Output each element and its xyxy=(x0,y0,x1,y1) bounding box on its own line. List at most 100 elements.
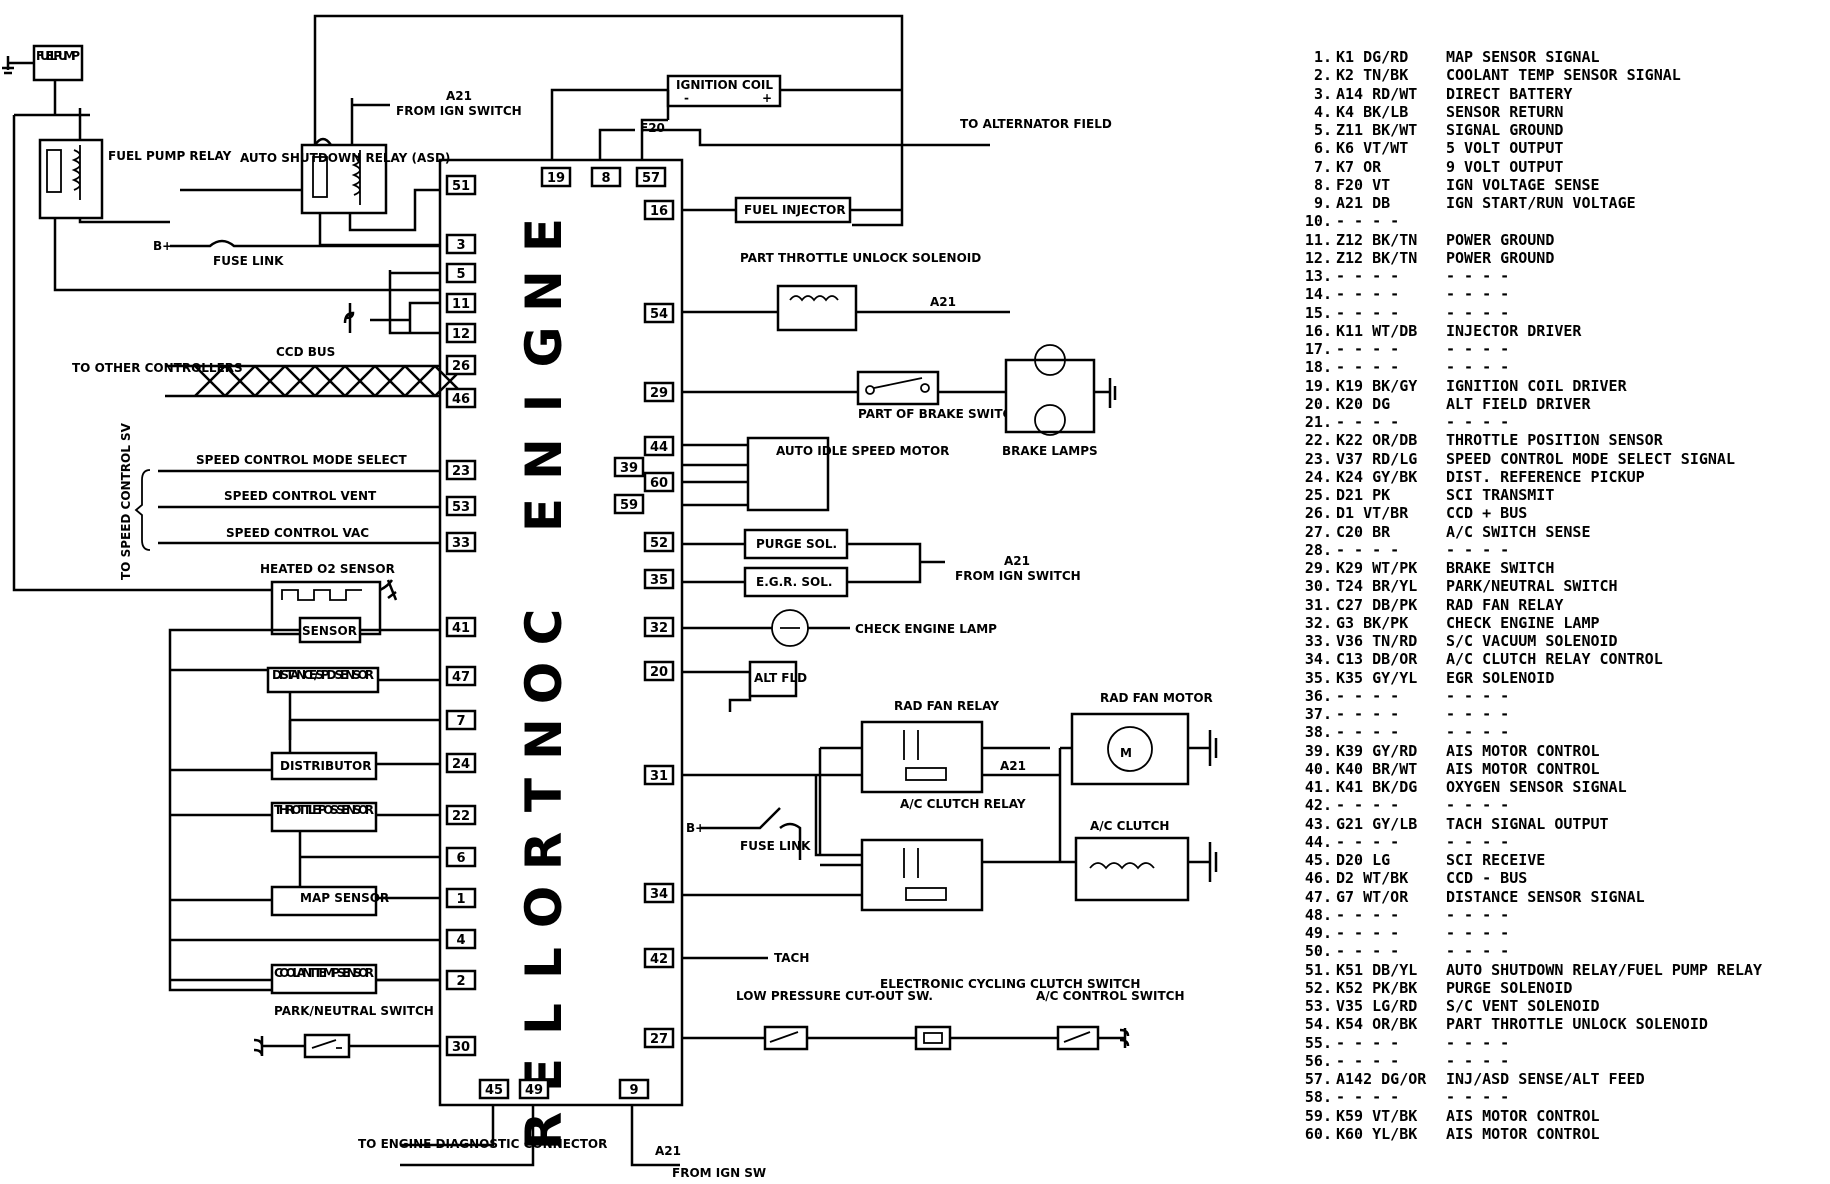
legend-number: 30. xyxy=(1304,577,1332,596)
legend-number: 25. xyxy=(1304,486,1332,504)
purge-egr-section: PURGE SOL. E.G.R. SOL. A21 FROM IGN SWIT… xyxy=(682,528,1081,598)
svg-text:PURGE SOL.: PURGE SOL. xyxy=(756,537,837,551)
legend-row: 56.- - - -- - - - xyxy=(1300,1052,1828,1070)
svg-text:TACH: TACH xyxy=(774,951,809,965)
legend-number: 54. xyxy=(1304,1015,1332,1034)
legend-wire: K51 DB/YL xyxy=(1336,960,1418,979)
pin-60: 60 xyxy=(643,471,675,493)
legend-wire: K52 PK/BK xyxy=(1336,978,1418,997)
legend-number: 51. xyxy=(1304,960,1332,979)
controller-title-letter: L xyxy=(515,947,573,979)
legend-description: INJECTOR DRIVER xyxy=(1446,321,1582,340)
svg-text:7: 7 xyxy=(456,714,465,729)
legend-number: 13. xyxy=(1304,267,1332,285)
controller-title-letter: O xyxy=(515,662,573,705)
legend-wire: K40 BR/WT xyxy=(1336,759,1418,778)
svg-text:35: 35 xyxy=(650,573,668,588)
svg-text:54: 54 xyxy=(650,307,668,322)
legend-row: 49.- - - -- - - - xyxy=(1300,924,1828,942)
legend-row: 10.- - - - xyxy=(1300,212,1828,230)
legend-row: 21.- - - -- - - - xyxy=(1300,413,1828,431)
svg-text:SENSOR: SENSOR xyxy=(302,624,357,638)
legend-description: AIS MOTOR CONTROL xyxy=(1446,1106,1600,1125)
legend-row: 50.- - - -- - - - xyxy=(1300,942,1828,960)
legend-row: 14.- - - -- - - - xyxy=(1300,285,1828,303)
legend-wire: V36 TN/RD xyxy=(1336,632,1418,650)
legend-wire: K59 VT/BK xyxy=(1336,1106,1418,1125)
legend-wire: - - - - xyxy=(1336,924,1400,942)
ac-clutch-section: B+ FUSE LINK A/C CLUTCH RELAY A/C CLUTCH xyxy=(682,797,1218,912)
svg-text:3: 3 xyxy=(456,238,465,253)
legend-number: 60. xyxy=(1304,1124,1332,1143)
svg-text:60: 60 xyxy=(650,476,668,491)
legend-number: 11. xyxy=(1304,230,1332,249)
svg-text:51: 51 xyxy=(452,179,470,194)
controller-title-letter: E xyxy=(515,218,573,252)
pin-49: 49 xyxy=(518,1078,550,1100)
svg-text:AUTO IDLE SPEED MOTOR: AUTO IDLE SPEED MOTOR xyxy=(776,444,949,458)
legend-wire: - - - - xyxy=(1336,267,1400,285)
legend-wire: C20 BR xyxy=(1336,522,1391,541)
legend-row: 48.- - - -- - - - xyxy=(1300,906,1828,924)
legend-number: 20. xyxy=(1304,394,1332,413)
svg-text:IGNITION COIL: IGNITION COIL xyxy=(676,78,773,92)
svg-text:A21: A21 xyxy=(1000,759,1026,773)
legend-wire: K54 OR/BK xyxy=(1336,1015,1418,1034)
legend-description xyxy=(1446,212,1828,230)
bottom-connections: TO ENGINE DIAGNOSTIC CONNECTOR A21 FROM … xyxy=(358,1105,766,1180)
legend-number: 43. xyxy=(1304,814,1332,833)
svg-text:B+: B+ xyxy=(686,821,705,835)
legend-description: OXYGEN SENSOR SIGNAL xyxy=(1446,778,1627,796)
pin-4: 4 xyxy=(445,928,477,950)
svg-text:46: 46 xyxy=(452,392,470,407)
svg-text:29: 29 xyxy=(650,386,668,401)
legend-wire: K29 WT/PK xyxy=(1336,559,1418,577)
pin-1: 1 xyxy=(445,887,477,909)
legend-wire: - - - - xyxy=(1336,1088,1400,1107)
svg-text:THROTTLE POS SENSOR: THROTTLE POS SENSOR xyxy=(274,803,374,817)
legend-description: RAD FAN RELAY xyxy=(1446,595,1564,614)
svg-text:22: 22 xyxy=(452,809,470,824)
pin-8: 8 xyxy=(590,166,622,188)
ignition-coil-section: IGNITION COIL - + F20 TO ALTERNATOR FIEL… xyxy=(550,74,1112,224)
svg-text:A21: A21 xyxy=(930,295,956,309)
legend-number: 19. xyxy=(1304,376,1332,395)
fuel-pump-label: FUEL PUMP xyxy=(36,49,80,63)
pin-30: 30 xyxy=(445,1035,477,1057)
pin-59: 59 xyxy=(613,493,645,515)
legend-wire: - - - - xyxy=(1336,942,1400,961)
legend-description: ALT FIELD DRIVER xyxy=(1446,394,1591,413)
svg-text:+: + xyxy=(762,91,772,105)
fuse-link-top-label: FUSE LINK xyxy=(213,254,284,268)
legend-row: 13.- - - -- - - - xyxy=(1300,267,1828,285)
svg-text:1: 1 xyxy=(456,892,465,907)
alt-field-section: ALT FLD xyxy=(682,660,807,712)
svg-text:RAD FAN RELAY: RAD FAN RELAY xyxy=(894,699,999,713)
legend-number: 9. xyxy=(1313,194,1332,212)
pin-26: 26 xyxy=(445,354,477,376)
tach-section: TACH xyxy=(682,951,809,965)
controller-title-letter: N xyxy=(515,438,573,480)
legend-row: 42.- - - -- - - - xyxy=(1300,796,1828,814)
legend-number: 42. xyxy=(1304,796,1332,815)
legend-wire: Z12 BK/TN xyxy=(1336,230,1418,249)
legend-number: 47. xyxy=(1304,887,1332,906)
pin-11: 11 xyxy=(445,292,477,314)
legend-wire: K20 DG xyxy=(1336,394,1391,413)
legend-description: IGN START/RUN VOLTAGE xyxy=(1446,194,1636,212)
legend-description: - - - - xyxy=(1446,358,1510,377)
pin-12: 12 xyxy=(445,322,477,344)
legend-wire: - - - - xyxy=(1336,285,1400,304)
legend-wire: G7 WT/OR xyxy=(1336,887,1409,906)
legend-description: DISTANCE SENSOR SIGNAL xyxy=(1446,887,1645,906)
svg-text:F20: F20 xyxy=(640,121,665,135)
pin-23: 23 xyxy=(445,459,477,481)
